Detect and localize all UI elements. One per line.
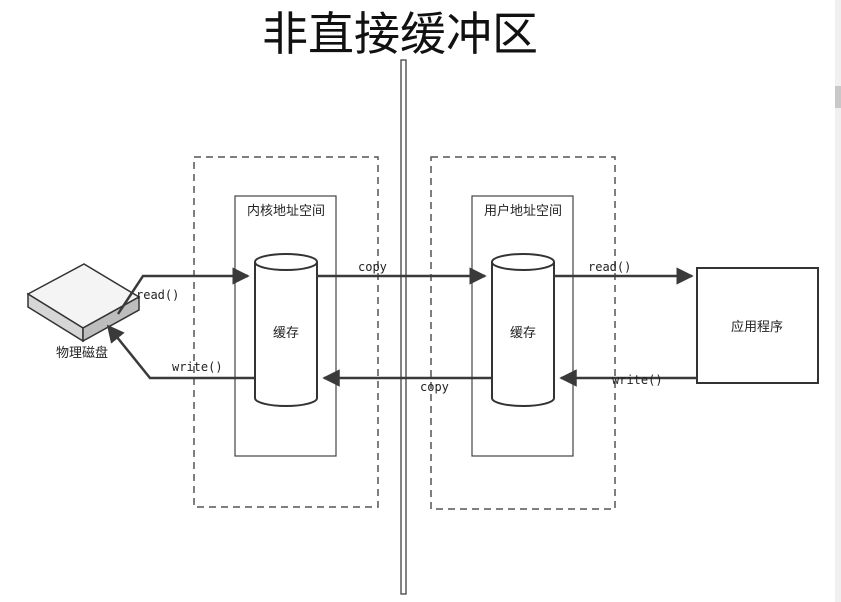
disk-read-label: read() bbox=[136, 288, 179, 302]
app-write-label: write() bbox=[612, 373, 663, 387]
user-address-space-label: 用户地址空间 bbox=[484, 203, 562, 219]
application-label: 应用程序 bbox=[731, 319, 783, 335]
copy-to-user-label: copy bbox=[358, 260, 387, 274]
disk-write-label: write() bbox=[172, 360, 223, 374]
vertical-divider bbox=[400, 59, 407, 595]
app-read-label: read() bbox=[588, 260, 631, 274]
user-dashed-region bbox=[430, 156, 616, 510]
user-address-space-box bbox=[471, 195, 574, 457]
physical-disk-label: 物理磁盘 bbox=[56, 345, 108, 361]
kernel-address-space-label: 内核地址空间 bbox=[247, 203, 325, 219]
physical-disk-icon bbox=[26, 263, 141, 343]
kernel-buffer-label: 缓存 bbox=[273, 326, 299, 341]
copy-to-kernel-label: copy bbox=[420, 380, 449, 394]
scrollbar-thumb[interactable] bbox=[835, 86, 841, 108]
disk-write-arrow bbox=[106, 324, 255, 380]
vertical-scrollbar[interactable] bbox=[835, 0, 841, 602]
disk-read-arrow bbox=[116, 267, 250, 315]
kernel-buffer-cylinder bbox=[254, 253, 318, 407]
diagram-title: 非直接缓冲区 bbox=[262, 7, 538, 61]
user-buffer-label: 缓存 bbox=[510, 326, 536, 341]
application-box bbox=[696, 267, 819, 384]
kernel-address-space-box bbox=[234, 195, 337, 457]
user-buffer-cylinder bbox=[491, 253, 555, 407]
kernel-dashed-region bbox=[193, 156, 379, 508]
